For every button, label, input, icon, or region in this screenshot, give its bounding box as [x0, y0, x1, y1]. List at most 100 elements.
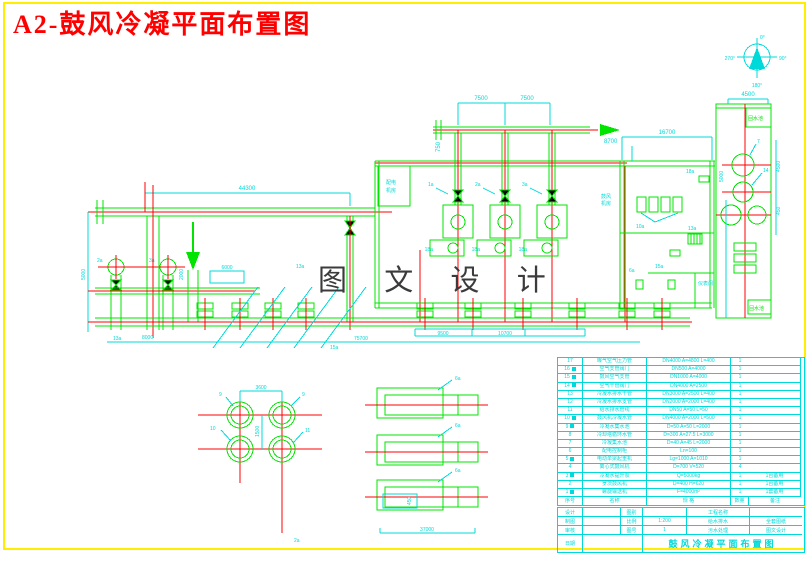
bom-cell-note — [749, 398, 801, 408]
tb-project-name: 工程名称 — [687, 508, 750, 517]
leader-6a-3: 6a — [455, 468, 461, 474]
bom-cell-spec: DN50 A=50 L=50 — [647, 407, 731, 416]
compass-label-w: 270° — [725, 56, 735, 62]
dim-75700: 75700 — [354, 336, 368, 342]
bom-cell-name: 给水排水管线 — [583, 407, 647, 416]
tb-value-scale: 1:200 — [643, 517, 687, 526]
leader-6a: 6a — [629, 268, 635, 274]
title-block: 设计 图别 工程名称 制图 比例 1:200 给水排水 全套图纸 审核 图号 1… — [557, 507, 805, 553]
bom-cell-spec: D=400 H=620 — [647, 480, 731, 489]
bom-cell-spec: DN3000 A=2500 L=400 — [647, 390, 731, 399]
bom-cell-no: 17 — [558, 358, 583, 367]
bom-cell-note — [749, 366, 801, 375]
bom-cell-no: 2 — [558, 480, 583, 489]
bom-cell-qty: 1 — [731, 440, 749, 449]
detail-circles: 3600 1500 9 9 10 11 2a — [198, 385, 322, 544]
bom-cell-note — [749, 415, 801, 424]
leader-3a: 3a — [522, 182, 528, 188]
room-aux-label-1: 配电 — [386, 179, 396, 186]
bom-cell-spec: Q=5000kg — [647, 472, 731, 481]
bom-table-header: 序号 名称 规 格 数量 备注 — [558, 497, 804, 506]
bom-cell-name: 电动单梁起重机 — [583, 456, 647, 465]
bom-cell-qty: 1 — [731, 399, 749, 408]
bom-marker — [571, 366, 576, 371]
dim-9500: 9500 — [437, 331, 448, 337]
bom-cell-spec: D=40 A=45 L=2000 — [647, 439, 731, 449]
bom-cell-spec: DN1000 A=4000 — [647, 374, 731, 383]
bom-cell-name: 冷凝集水池 — [583, 439, 647, 449]
dim-5000-left: 5000 — [81, 269, 87, 280]
dim-7500-a: 7500 — [474, 96, 488, 102]
bom-cell-name: 鼓风机冷凝水管 — [583, 415, 647, 424]
bom-marker — [570, 489, 575, 494]
bom-cell-name: 冷凝水排水干管 — [583, 390, 647, 399]
bom-cell-qty: 1 — [731, 366, 749, 375]
bom-cell-note — [749, 382, 801, 391]
bom-cell-qty: 1 — [731, 473, 749, 481]
header-tees — [196, 298, 671, 330]
tb-drawing-title: 鼓风冷凝平面布置图 — [668, 539, 777, 549]
leader-10a: 10a — [636, 224, 645, 230]
bom-cell-qty: 1 — [731, 432, 749, 440]
tb-studio: 图文设计 — [750, 526, 802, 535]
unit-label-18a-3: 18a — [519, 247, 528, 253]
bom-cell-spec: DN4000 A=2000 L=500 — [647, 415, 731, 424]
north-compass-icon: 0° 90° 270° 180° — [725, 35, 787, 89]
tb-label-sheet-no: 图号 — [621, 526, 643, 535]
pump-area: 5000 2a 3a 2000 6000 8000 13a — [81, 185, 260, 343]
room-blower-label-1: 鼓风 — [601, 193, 611, 200]
dim-4500-tower: 4500 — [776, 161, 782, 172]
leader-13a-left: 13a — [113, 336, 122, 342]
compass-label-s: 180° — [752, 83, 762, 89]
dim-450-tower: 450 — [776, 206, 782, 215]
bom-cell-no: 16 — [558, 366, 583, 375]
machine-room: 10a 18a 13a 6a 15a 仪表间 — [620, 161, 715, 308]
dim-1500: 1500 — [255, 426, 261, 437]
bom-cell-name: 配电控制柜 — [583, 448, 647, 457]
bom-cell-name: 离心式鼓风机 — [583, 464, 647, 473]
pool-top-label: 回水池 — [748, 115, 763, 122]
bom-cell-name: 曝气空气压力管 — [583, 358, 647, 367]
bom-cell-note: 1套备用 — [749, 489, 801, 498]
leader-6a-2: 6a — [455, 423, 461, 429]
dim-16700: 16700 — [659, 130, 676, 136]
pool-tower: 回水池 7 14 5000 4500 450 4500 — [715, 92, 782, 319]
bom-cell-name: 冷凝水提升泵 — [583, 472, 647, 481]
bom-cell-note — [749, 407, 801, 416]
bom-table: 17 曝气空气压力管 DN4000 A=4800 L=400 1 16 空气支管… — [557, 357, 805, 507]
bom-cell-spec: D=50 A=50 L=2000 — [647, 423, 731, 432]
bom-cell-qty: 1 — [731, 481, 749, 489]
tb-label-scale: 比例 — [621, 517, 643, 526]
bom-cell-note — [749, 448, 801, 457]
bom-marker — [570, 473, 575, 478]
leader-9a: 9 — [219, 392, 222, 398]
tb-label-draft: 制图 — [558, 517, 583, 526]
bom-cell-note: 1台备用 — [749, 480, 801, 489]
bom-cell-qty: 1 — [731, 489, 749, 498]
bom-header-no: 序号 — [558, 497, 583, 506]
bom-cell-spec: DN2000 A=2000 L=400 — [647, 398, 731, 408]
leader-10: 10 — [210, 426, 216, 432]
bom-cell-spec: DN4000 A=4800 L=400 — [647, 358, 731, 367]
unit-label-18a-2: 18a — [472, 247, 481, 253]
dim-5000-tower: 5000 — [719, 171, 725, 182]
bom-cell-no: 15 — [558, 374, 583, 383]
bom-cell-note — [749, 431, 801, 440]
bom-cell-no: 10 — [558, 415, 583, 424]
bom-cell-qty: 1 — [731, 407, 749, 416]
dim-8000-pump: 8000 — [142, 335, 153, 341]
compass-label-e: 90° — [779, 56, 787, 62]
flow-arrow-down-icon — [186, 252, 200, 270]
bom-cell-qty: 1 — [731, 415, 749, 424]
bom-cell-note — [749, 439, 801, 449]
pump-label-2a: 2a — [97, 258, 103, 264]
bom-cell-qty: 1 — [731, 456, 749, 465]
tb-label-design: 设计 — [558, 508, 583, 517]
bom-cell-spec: D=700 V=520 — [647, 464, 731, 473]
bom-marker — [571, 415, 576, 420]
bom-cell-spec: DN4000 A=2500 — [647, 382, 731, 391]
skewed-leaders — [212, 286, 367, 349]
leader-14: 14 — [763, 168, 769, 174]
leader-13a-mid: 13a — [296, 264, 305, 270]
